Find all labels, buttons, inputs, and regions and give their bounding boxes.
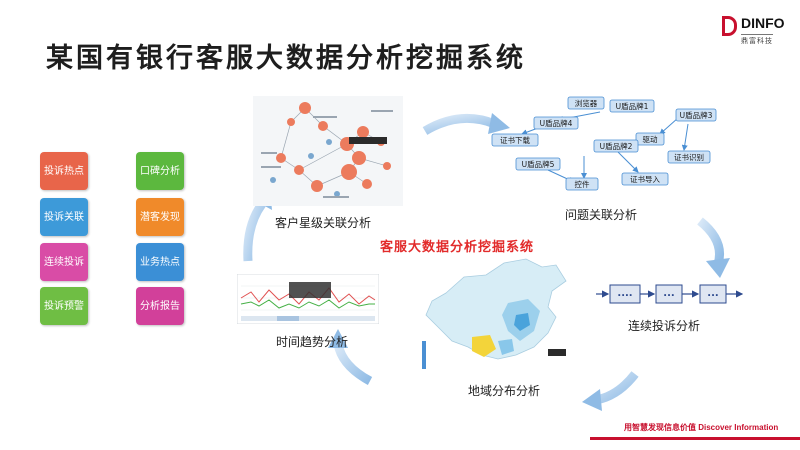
star-network-graph	[253, 96, 403, 206]
svg-text:U盾品牌5: U盾品牌5	[522, 159, 555, 169]
label-continuous-complaint: 连续投诉分析	[628, 319, 701, 333]
node-ukey1	[609, 99, 655, 113]
node-ukey2	[593, 139, 639, 153]
seq-box-3	[699, 284, 727, 304]
arrow-right-top	[697, 217, 724, 266]
footer-line	[590, 437, 800, 440]
node-control	[565, 177, 599, 191]
label-issue-correlation: 问题关联分析	[565, 208, 638, 222]
node-cert-import	[621, 172, 669, 186]
svg-text:U盾品牌2: U盾品牌2	[600, 141, 633, 151]
dinfo-logo: DINFO 鼎富科技	[722, 14, 792, 46]
logo-sub: 鼎富科技	[741, 34, 773, 46]
footer-slogan: 用智慧发现信息价值 Discover Information	[624, 423, 779, 432]
svg-text:....: ....	[617, 288, 632, 299]
tile-potential-customers[interactable]: 潜客发现	[136, 198, 184, 236]
node-drive	[635, 132, 665, 146]
tile-continuous-complaint[interactable]: 连续投诉	[40, 243, 88, 281]
svg-text:...: ...	[663, 288, 674, 299]
node-ukey5	[515, 157, 561, 171]
page-title: 某国有银行客服大数据分析挖掘系统	[46, 43, 526, 74]
label-region-distribution: 地域分布分析	[468, 384, 541, 398]
issue-flowchart: 浏览器 U盾品牌1 U盾品牌3 U盾品牌4 证书下载 驱动 U盾品牌2 证书识别…	[491, 96, 717, 191]
svg-text:证书导入: 证书导入	[630, 174, 660, 184]
svg-text:驱动: 驱动	[643, 134, 658, 144]
svg-text:U盾品牌4: U盾品牌4	[540, 118, 573, 128]
arrow-top	[422, 113, 497, 135]
tile-reputation-analysis[interactable]: 口碑分析	[136, 152, 184, 190]
seq-box-2	[655, 284, 683, 304]
arrow-left	[243, 201, 266, 262]
logo-name: DINFO	[741, 15, 785, 31]
svg-text:浏览器: 浏览器	[575, 98, 598, 108]
node-browser	[567, 96, 605, 110]
center-title: 客服大数据分析挖掘系统	[380, 240, 535, 255]
tile-analysis-report[interactable]: 分析报告	[136, 287, 184, 325]
tile-complaint-hotspot[interactable]: 投诉热点	[40, 152, 88, 190]
logo-mark-icon	[722, 16, 737, 36]
svg-text:U盾品牌3: U盾品牌3	[680, 110, 713, 120]
seq-box-1	[609, 284, 641, 304]
tile-complaint-correlation[interactable]: 投诉关联	[40, 198, 88, 236]
svg-text:...: ...	[707, 288, 718, 299]
continuous-sequence: .... ... ...	[596, 284, 744, 304]
arrow-right-bottom	[595, 371, 639, 405]
node-cert-id	[667, 150, 711, 164]
svg-text:证书识别: 证书识别	[674, 152, 704, 162]
node-ukey3	[675, 108, 717, 122]
svg-text:U盾品牌1: U盾品牌1	[616, 101, 649, 111]
node-ukey4	[533, 116, 579, 130]
tile-business-hotspot[interactable]: 业务热点	[136, 243, 184, 281]
svg-text:控件: 控件	[575, 179, 590, 189]
region-map	[422, 258, 567, 369]
label-star-correlation: 客户星级关联分析	[275, 216, 372, 230]
label-time-trend: 时间趋势分析	[276, 335, 349, 349]
svg-text:证书下载: 证书下载	[500, 135, 530, 145]
time-trend-chart	[237, 274, 379, 324]
tile-complaint-warning[interactable]: 投诉预警	[40, 287, 88, 325]
node-cert-download	[491, 133, 539, 147]
